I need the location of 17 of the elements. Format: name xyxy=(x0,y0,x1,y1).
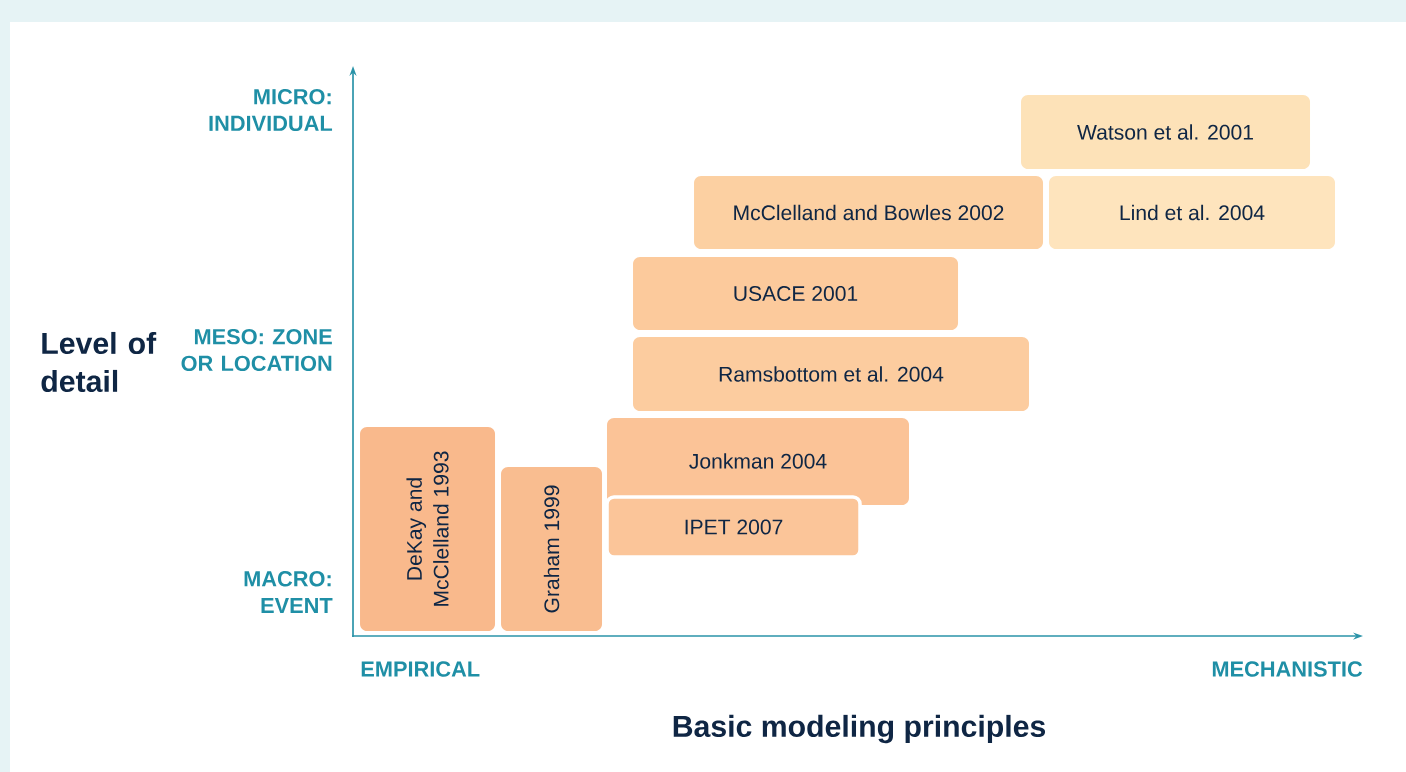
reference-box: Lind et al. 2004 xyxy=(1049,176,1335,249)
reference-box: DeKay and McClelland 1993 xyxy=(360,427,495,631)
axis-label: MESO: ZONE OR LOCATION xyxy=(181,328,332,372)
reference-box: Watson et al. 2001 xyxy=(1021,95,1311,169)
axis-label: EMPIRICAL xyxy=(361,661,480,677)
axis-title: Basic modeling principles xyxy=(673,714,1046,744)
reference-box: Jonkman 2004 xyxy=(607,418,909,506)
reference-box: USACE 2001 xyxy=(633,257,959,331)
reference-box: McClelland and Bowles 2002 xyxy=(694,176,1044,249)
reference-box: Ramsbottom et al. 2004 xyxy=(633,337,1029,411)
axis-label: MACRO: EVENT xyxy=(244,571,333,613)
axis-label: MECHANISTIC xyxy=(1212,661,1363,677)
axis-label: MICRO: INDIVIDUAL xyxy=(209,88,333,132)
reference-box: IPET 2007 xyxy=(605,495,862,559)
reference-box: Graham 1999 xyxy=(501,467,603,631)
axis-title: Level of detail xyxy=(41,331,157,393)
node-label: Jonkman 2004 xyxy=(689,453,827,469)
